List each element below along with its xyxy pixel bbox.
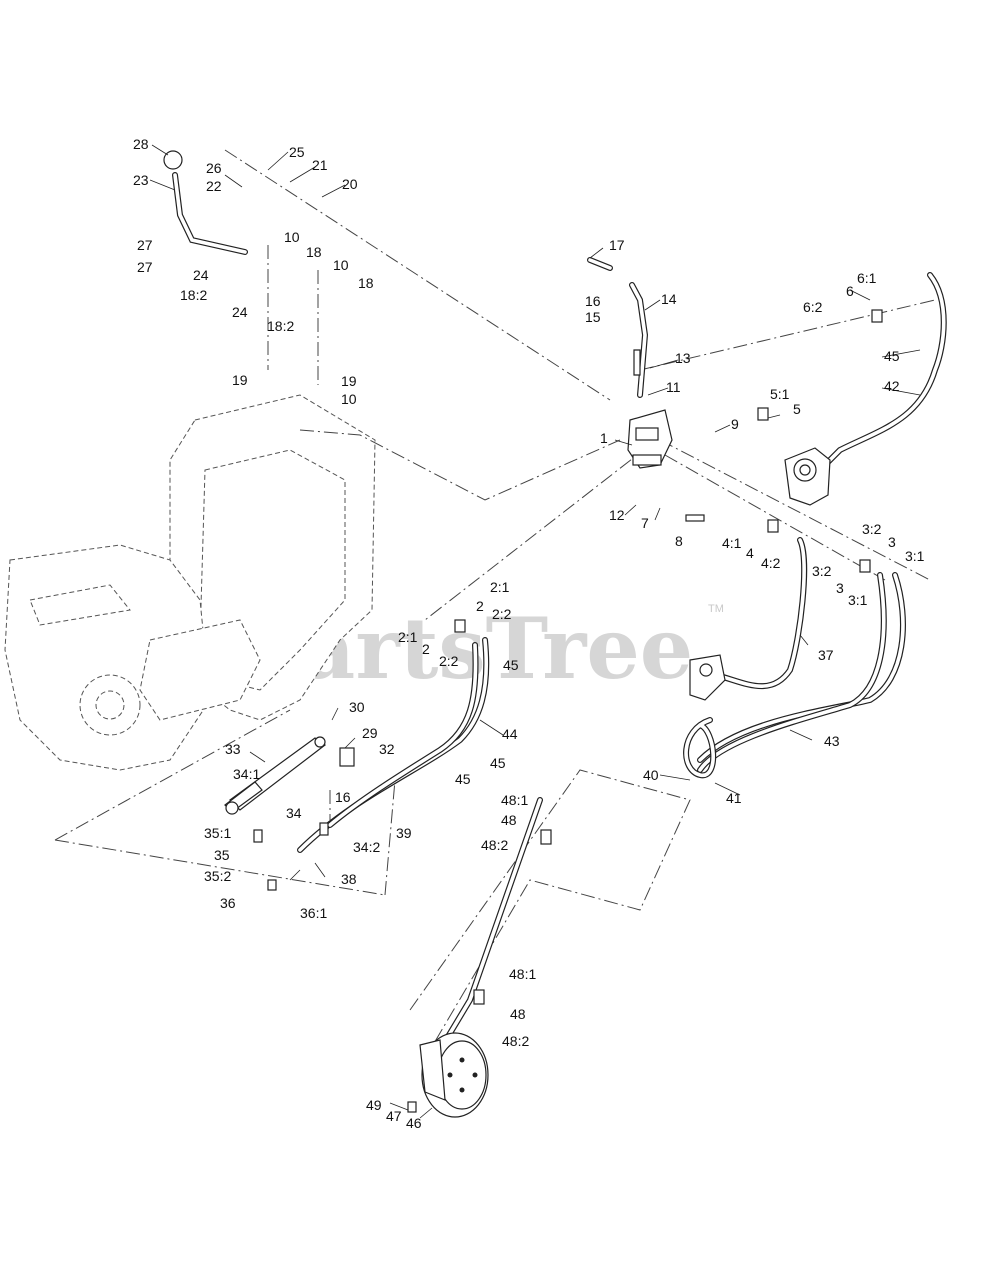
tractor-frame [4,394,376,771]
callout-15: 15 [585,309,601,325]
lift-lever [163,150,248,255]
callout-20: 20 [342,176,358,192]
callout-27a: 27 [137,237,153,253]
callout-19a: 19 [232,372,248,388]
callout-48-1a: 48:1 [501,792,528,808]
callout-7: 7 [641,515,649,531]
callout-21: 21 [312,157,328,173]
callout-26: 26 [206,160,222,176]
callout-24a: 24 [193,267,209,283]
callout-2a: 2 [476,598,484,614]
callout-48-2b: 48:2 [502,1033,529,1049]
callout-43: 43 [824,733,840,749]
callout-3-1a: 3:1 [905,548,925,564]
leader-lines [149,144,921,1119]
callout-39: 39 [396,825,412,841]
callout-2-1b: 2:1 [398,629,418,645]
callout-5-1: 5:1 [770,386,790,402]
callout-5: 5 [793,401,801,417]
callout-3a: 3 [888,534,896,550]
callout-35-1: 35:1 [204,825,231,841]
callout-6: 6 [846,283,854,299]
callout-18b: 18 [358,275,374,291]
callout-47: 47 [386,1108,402,1124]
watermark-trademark: TM [708,603,724,615]
callout-1: 1 [600,430,608,446]
callout-29: 29 [362,725,378,741]
callout-38: 38 [341,871,357,887]
callout-48a: 48 [501,812,517,828]
assembly-lines [54,149,936,1051]
callout-2-2b: 2:2 [439,653,459,669]
callout-3-2b: 3:2 [812,563,832,579]
callout-18a: 18 [306,244,322,260]
callout-41: 41 [726,790,742,806]
hydraulic-pump-lower [689,654,726,701]
callout-4: 4 [746,545,754,561]
callout-12: 12 [609,507,625,523]
callout-9: 9 [731,416,739,432]
callout-3b: 3 [836,580,844,596]
callout-24b: 24 [232,304,248,320]
callout-44: 44 [502,726,518,742]
callout-45d: 45 [455,771,471,787]
fittings [253,309,883,1113]
callout-35: 35 [214,847,230,863]
callout-13: 13 [675,350,691,366]
callout-32: 32 [379,741,395,757]
callout-37: 37 [818,647,834,663]
callout-36: 36 [220,895,236,911]
callout-6-2: 6:2 [803,299,823,315]
callout-19b: 19 [341,373,357,389]
callout-2-1a: 2:1 [490,579,510,595]
callout-18-2a: 18:2 [180,287,207,303]
callout-3-2a: 3:2 [862,521,882,537]
callout-23: 23 [133,172,149,188]
callout-28: 28 [133,136,149,152]
callout-27b: 27 [137,259,153,275]
lift-cylinder [224,736,327,815]
callout-4-1: 4:1 [722,535,742,551]
callout-34-1: 34:1 [233,766,260,782]
callout-2-2a: 2:2 [492,606,512,622]
callout-8: 8 [675,533,683,549]
callout-45b: 45 [503,657,519,673]
callout-6-1: 6:1 [857,270,877,286]
callout-25: 25 [289,144,305,160]
callout-34-2: 34:2 [353,839,380,855]
callout-45a: 45 [884,348,900,364]
callout-10a: 10 [284,229,300,245]
callout-42: 42 [884,378,900,394]
callout-14: 14 [661,291,677,307]
control-valve [627,409,673,469]
callout-40: 40 [643,767,659,783]
valve-handle [587,257,649,398]
callout-48b: 48 [510,1006,526,1022]
callout-labels: 28 23 27 27 26 22 25 21 20 10 18 24 18:2… [133,136,925,1131]
callout-3-1b: 3:1 [848,592,868,608]
callout-16b: 16 [335,789,351,805]
callout-48-2a: 48:2 [481,837,508,853]
callout-11: 11 [666,379,681,395]
callout-2b: 2 [422,641,430,657]
hydraulic-motor [419,1032,489,1118]
callout-45c: 45 [490,755,506,771]
callout-48-1b: 48:1 [509,966,536,982]
callout-10b: 10 [333,257,349,273]
callout-35-2: 35:2 [204,868,231,884]
callout-30: 30 [349,699,365,715]
callout-33: 33 [225,741,241,757]
callout-46: 46 [406,1115,422,1131]
callout-49: 49 [366,1097,382,1113]
callout-17: 17 [609,237,625,253]
callout-22: 22 [206,178,222,194]
callout-34: 34 [286,805,302,821]
callout-18-2b: 18:2 [267,318,294,334]
hydraulic-pump-upper [784,447,831,506]
callout-16a: 16 [585,293,601,309]
callout-36-1: 36:1 [300,905,327,921]
callout-4-2: 4:2 [761,555,781,571]
callout-10c: 10 [341,391,357,407]
